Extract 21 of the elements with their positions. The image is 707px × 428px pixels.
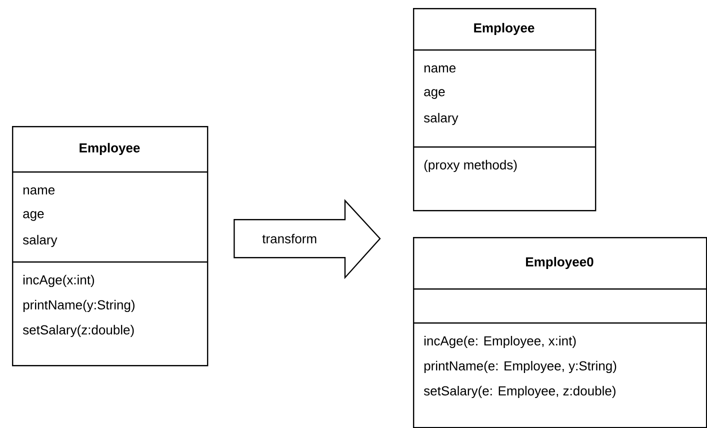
block-arrow bbox=[234, 199, 381, 280]
method: printName(e: Employee, y:String) bbox=[424, 360, 616, 374]
attribute: age bbox=[23, 211, 44, 221]
attribute: name bbox=[23, 187, 55, 195]
class-name: Employee bbox=[474, 22, 534, 36]
method: setSalary(z:double) bbox=[22, 324, 134, 338]
method: setSalary(e: Employee, z:double) bbox=[424, 386, 616, 398]
method: incAge(e: Employee, x:int) bbox=[424, 336, 576, 348]
method: incAge(x:int) bbox=[23, 274, 94, 288]
attribute: salary bbox=[424, 112, 458, 126]
attribute: name bbox=[424, 65, 456, 73]
class-name: Employee bbox=[80, 142, 140, 156]
method: (proxy methods) bbox=[424, 160, 517, 172]
method: printName(y:String) bbox=[23, 300, 134, 312]
attribute: salary bbox=[22, 234, 58, 248]
attribute: age bbox=[424, 89, 445, 99]
class-box bbox=[413, 8, 596, 212]
class-box bbox=[12, 126, 208, 366]
edge-label: transform bbox=[262, 234, 316, 244]
class-box bbox=[413, 237, 707, 428]
class-name: Employee0 bbox=[526, 256, 594, 270]
